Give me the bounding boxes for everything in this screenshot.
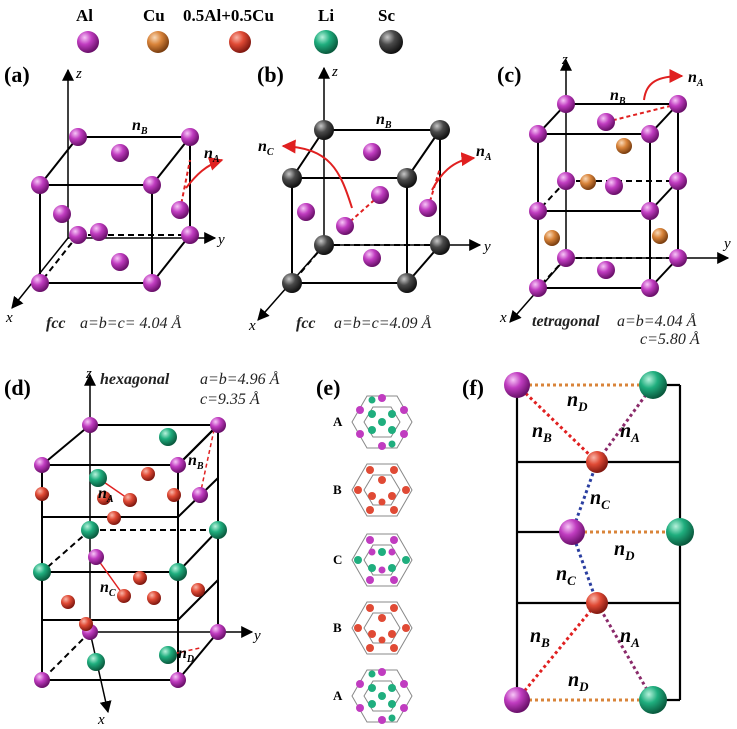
panel-f: (f) nD nB nA nC nD: [462, 371, 694, 714]
svg-text:y: y: [252, 628, 261, 644]
svg-text:x: x: [248, 318, 256, 334]
panel-e: (e) A B C B A: [316, 375, 413, 724]
svg-text:nC: nC: [100, 579, 116, 599]
panel-d-params-c: c=9.35 Å: [200, 390, 260, 408]
legend-atom-sc: [379, 30, 403, 54]
panel-label-d: (d): [4, 375, 31, 400]
svg-text:nD: nD: [567, 389, 588, 414]
panel-c: (c) z y x: [497, 52, 731, 348]
legend-label-al: Al: [76, 6, 93, 25]
panel-b-structure: fcc: [296, 315, 316, 332]
panel-b-params: a=b=c=4.09 Å: [334, 314, 431, 332]
svg-text:nB: nB: [530, 625, 550, 650]
panel-label-c: (c): [497, 62, 521, 87]
legend-label-sc: Sc: [378, 6, 395, 25]
svg-text:nC: nC: [590, 487, 610, 512]
panel-c-params: a=b=4.04 Å: [617, 312, 697, 330]
svg-text:nB: nB: [532, 420, 552, 445]
svg-text:z: z: [331, 64, 338, 80]
svg-text:y: y: [722, 236, 731, 252]
legend-atom-cu: [147, 31, 169, 53]
panel-a-params: a=b=c= 4.04 Å: [80, 314, 181, 332]
svg-text:z: z: [85, 366, 92, 382]
svg-text:nB: nB: [132, 117, 148, 137]
svg-text:nB: nB: [188, 452, 204, 472]
svg-text:nA: nA: [204, 145, 220, 165]
svg-text:nA: nA: [688, 69, 704, 89]
legend-atom-li: [314, 30, 338, 54]
panel-label-a: (a): [4, 62, 30, 87]
legend-label-li: Li: [318, 6, 334, 25]
svg-text:nD: nD: [568, 669, 589, 694]
panel-b: (b) z y x: [248, 62, 492, 334]
axis-x-label: x: [5, 310, 13, 326]
svg-text:nB: nB: [610, 87, 626, 107]
legend-atom-al: [77, 31, 99, 53]
legend: Al Cu 0.5Al+0.5Cu Li Sc: [76, 6, 403, 54]
stacking-layer-1: A: [333, 414, 343, 429]
svg-text:nC: nC: [556, 563, 576, 588]
svg-text:z: z: [561, 52, 568, 68]
svg-text:x: x: [499, 310, 507, 326]
panel-a-structure: fcc: [46, 315, 66, 332]
svg-text:nC: nC: [258, 138, 274, 158]
panel-d-params: a=b=4.96 Å: [200, 370, 280, 388]
axis-z-label: z: [75, 66, 82, 82]
panel-d-structure: hexagonal: [100, 371, 170, 388]
legend-label-mix: 0.5Al+0.5Cu: [183, 6, 274, 25]
stacking-layer-4: B: [333, 620, 342, 635]
svg-text:nA: nA: [620, 420, 640, 445]
axis-y-label: y: [216, 232, 225, 248]
svg-text:nA: nA: [98, 485, 114, 505]
svg-text:nA: nA: [620, 625, 640, 650]
stacking-layer-3: C: [333, 552, 342, 567]
panel-label-b: (b): [257, 62, 284, 87]
panel-label-e: (e): [316, 375, 340, 400]
panel-a: (a) z y x: [4, 62, 225, 332]
svg-text:nA: nA: [476, 143, 492, 163]
svg-text:nD: nD: [614, 538, 635, 563]
svg-text:x: x: [97, 712, 105, 728]
stacking-layer-2: B: [333, 482, 342, 497]
stacking-layer-5: A: [333, 688, 343, 703]
svg-text:nB: nB: [376, 111, 392, 131]
legend-label-cu: Cu: [143, 6, 165, 25]
panel-c-params-c: c=5.80 Å: [640, 330, 700, 348]
svg-text:nD: nD: [178, 645, 194, 665]
legend-atom-mix: [229, 31, 251, 53]
panel-label-f: (f): [462, 375, 484, 400]
svg-text:y: y: [482, 239, 491, 255]
panel-d: (d) hexagonal a=b=4.96 Å c=9.35 Å z y x: [4, 366, 280, 728]
panel-c-structure: tetragonal: [532, 313, 600, 330]
